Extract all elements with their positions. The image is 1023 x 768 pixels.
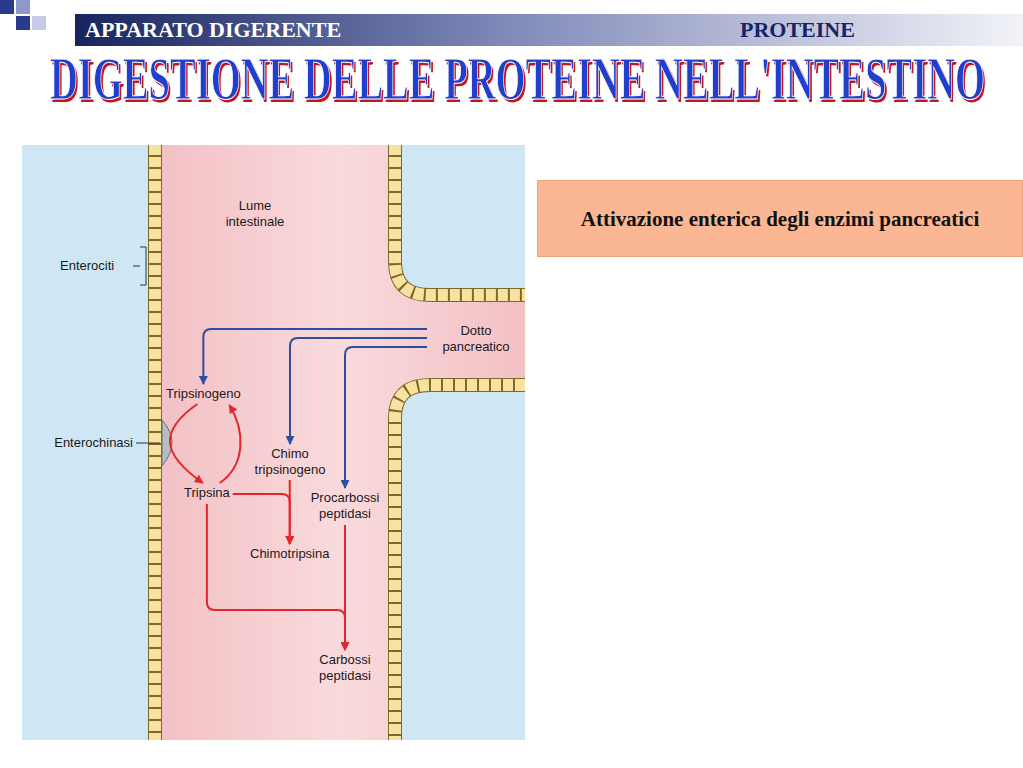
enzyme-name: Tripsinogeno (166, 386, 241, 402)
header-bar (75, 14, 1023, 46)
header-topic: PROTEINE (740, 15, 855, 45)
tissue-ground (22, 145, 525, 740)
enzyme-name: Carbossi peptidasi (305, 652, 385, 684)
enzyme-node: Chimo tripsinogeno (240, 446, 340, 478)
intestinal-lumen (155, 145, 525, 740)
enzyme-name: Chimotripsina (250, 546, 329, 562)
part-label: Enterociti (60, 258, 114, 274)
activation-arrow (170, 404, 203, 483)
enzyme-node: Procarbossi peptidasi (300, 490, 390, 522)
heading-text: Attivazione enterica degli enzimi pancre… (552, 206, 1008, 232)
leader-line (136, 443, 160, 444)
region-label: Lume intestinale (215, 198, 295, 230)
enzyme-name: Chimo tripsinogeno (240, 446, 340, 478)
enzyme-name: Dotto pancreatico (430, 323, 522, 355)
activation-arrow (233, 494, 290, 544)
corner-square (32, 16, 46, 30)
enterocyte-bracket (133, 247, 146, 285)
activation-arrow (289, 480, 291, 544)
activation-arrow (344, 525, 346, 650)
enterocyte-wall (155, 145, 525, 740)
page-title: DIGESTIONE DELLE PROTEINE NELL'INTESTINO (50, 46, 985, 110)
enzyme-name: Tripsina (184, 485, 230, 501)
enzyme-name: Procarbossi peptidasi (300, 490, 390, 522)
activation-arrow (345, 347, 427, 488)
activation-arrow (207, 504, 345, 650)
corner-square (16, 0, 30, 14)
duct-label-node: Dotto pancreatico (430, 323, 522, 355)
enzyme-node: Tripsina (184, 485, 230, 501)
enzyme-node: Chimotripsina (250, 546, 329, 562)
heading-box: Attivazione enterica degli enzimi pancre… (537, 180, 1023, 257)
enzyme-node: Carbossi peptidasi (305, 652, 385, 684)
corner-square (0, 0, 14, 14)
header-section: APPARATO DIGERENTE (85, 15, 341, 45)
part-label: Enterochinasi (38, 435, 133, 451)
activation-arrow (290, 338, 427, 444)
corner-square (16, 16, 30, 30)
enzyme-node: Tripsinogeno (166, 386, 241, 402)
activation-arrow (220, 405, 241, 483)
